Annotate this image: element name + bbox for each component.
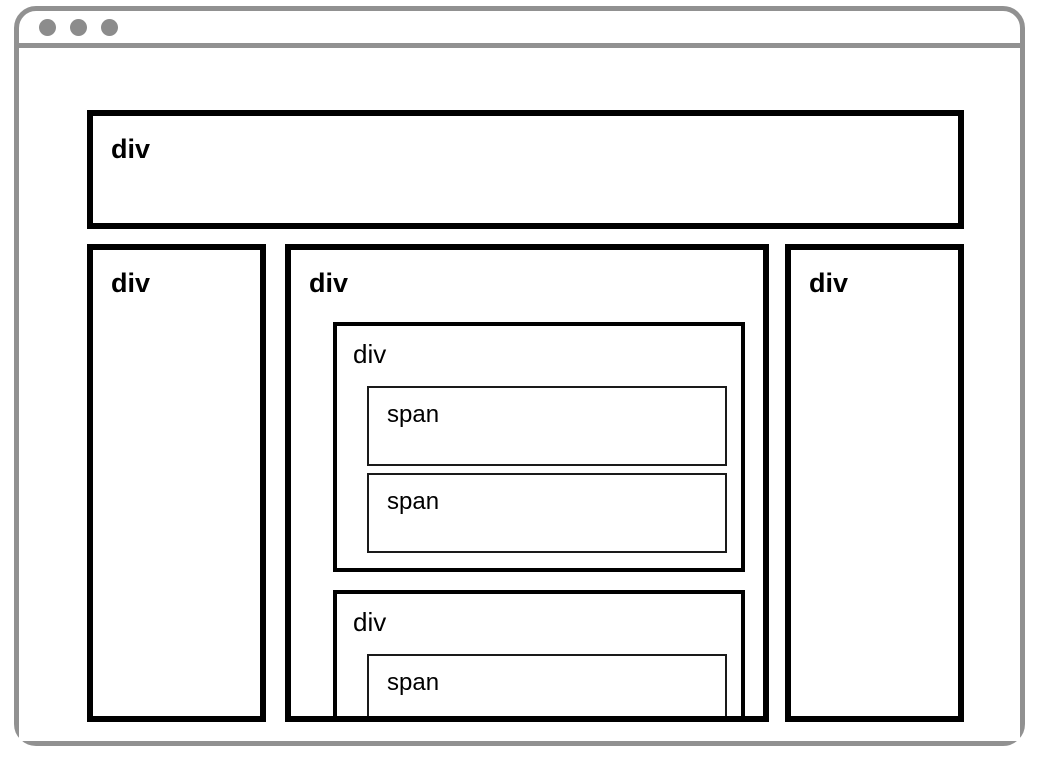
- center-section-2-div-box: div span: [333, 590, 745, 716]
- right-column-div-label: div: [809, 268, 849, 298]
- center-section-2-span-1-label: span: [387, 669, 440, 696]
- center-section-1-div-label: div: [353, 339, 387, 369]
- browser-window: div div div div span span: [14, 6, 1025, 746]
- window-minimize-dot-icon[interactable]: [70, 18, 87, 36]
- center-section-1-div-box: div span span: [333, 322, 745, 572]
- center-column-div-label: div: [309, 268, 349, 298]
- left-column-div-box: div: [87, 244, 266, 722]
- center-section-2-div-label: div: [353, 607, 387, 637]
- window-close-dot-icon[interactable]: [39, 18, 56, 36]
- browser-viewport: div div div div span span: [19, 48, 1020, 741]
- center-section-1-span-2-label: span: [387, 488, 440, 515]
- center-section-1-span-1-box: span: [367, 386, 727, 466]
- center-section-2-span-1-box: span: [367, 654, 727, 716]
- browser-titlebar: [19, 11, 1020, 48]
- header-div-label: div: [111, 134, 151, 164]
- header-div-box: div: [87, 110, 964, 229]
- center-column-div-box: div div span span div span: [285, 244, 769, 722]
- window-maximize-dot-icon[interactable]: [101, 18, 118, 36]
- left-column-div-label: div: [111, 268, 151, 298]
- center-section-1-span-1-label: span: [387, 401, 440, 428]
- center-section-1-span-2-box: span: [367, 473, 727, 553]
- right-column-div-box: div: [785, 244, 964, 722]
